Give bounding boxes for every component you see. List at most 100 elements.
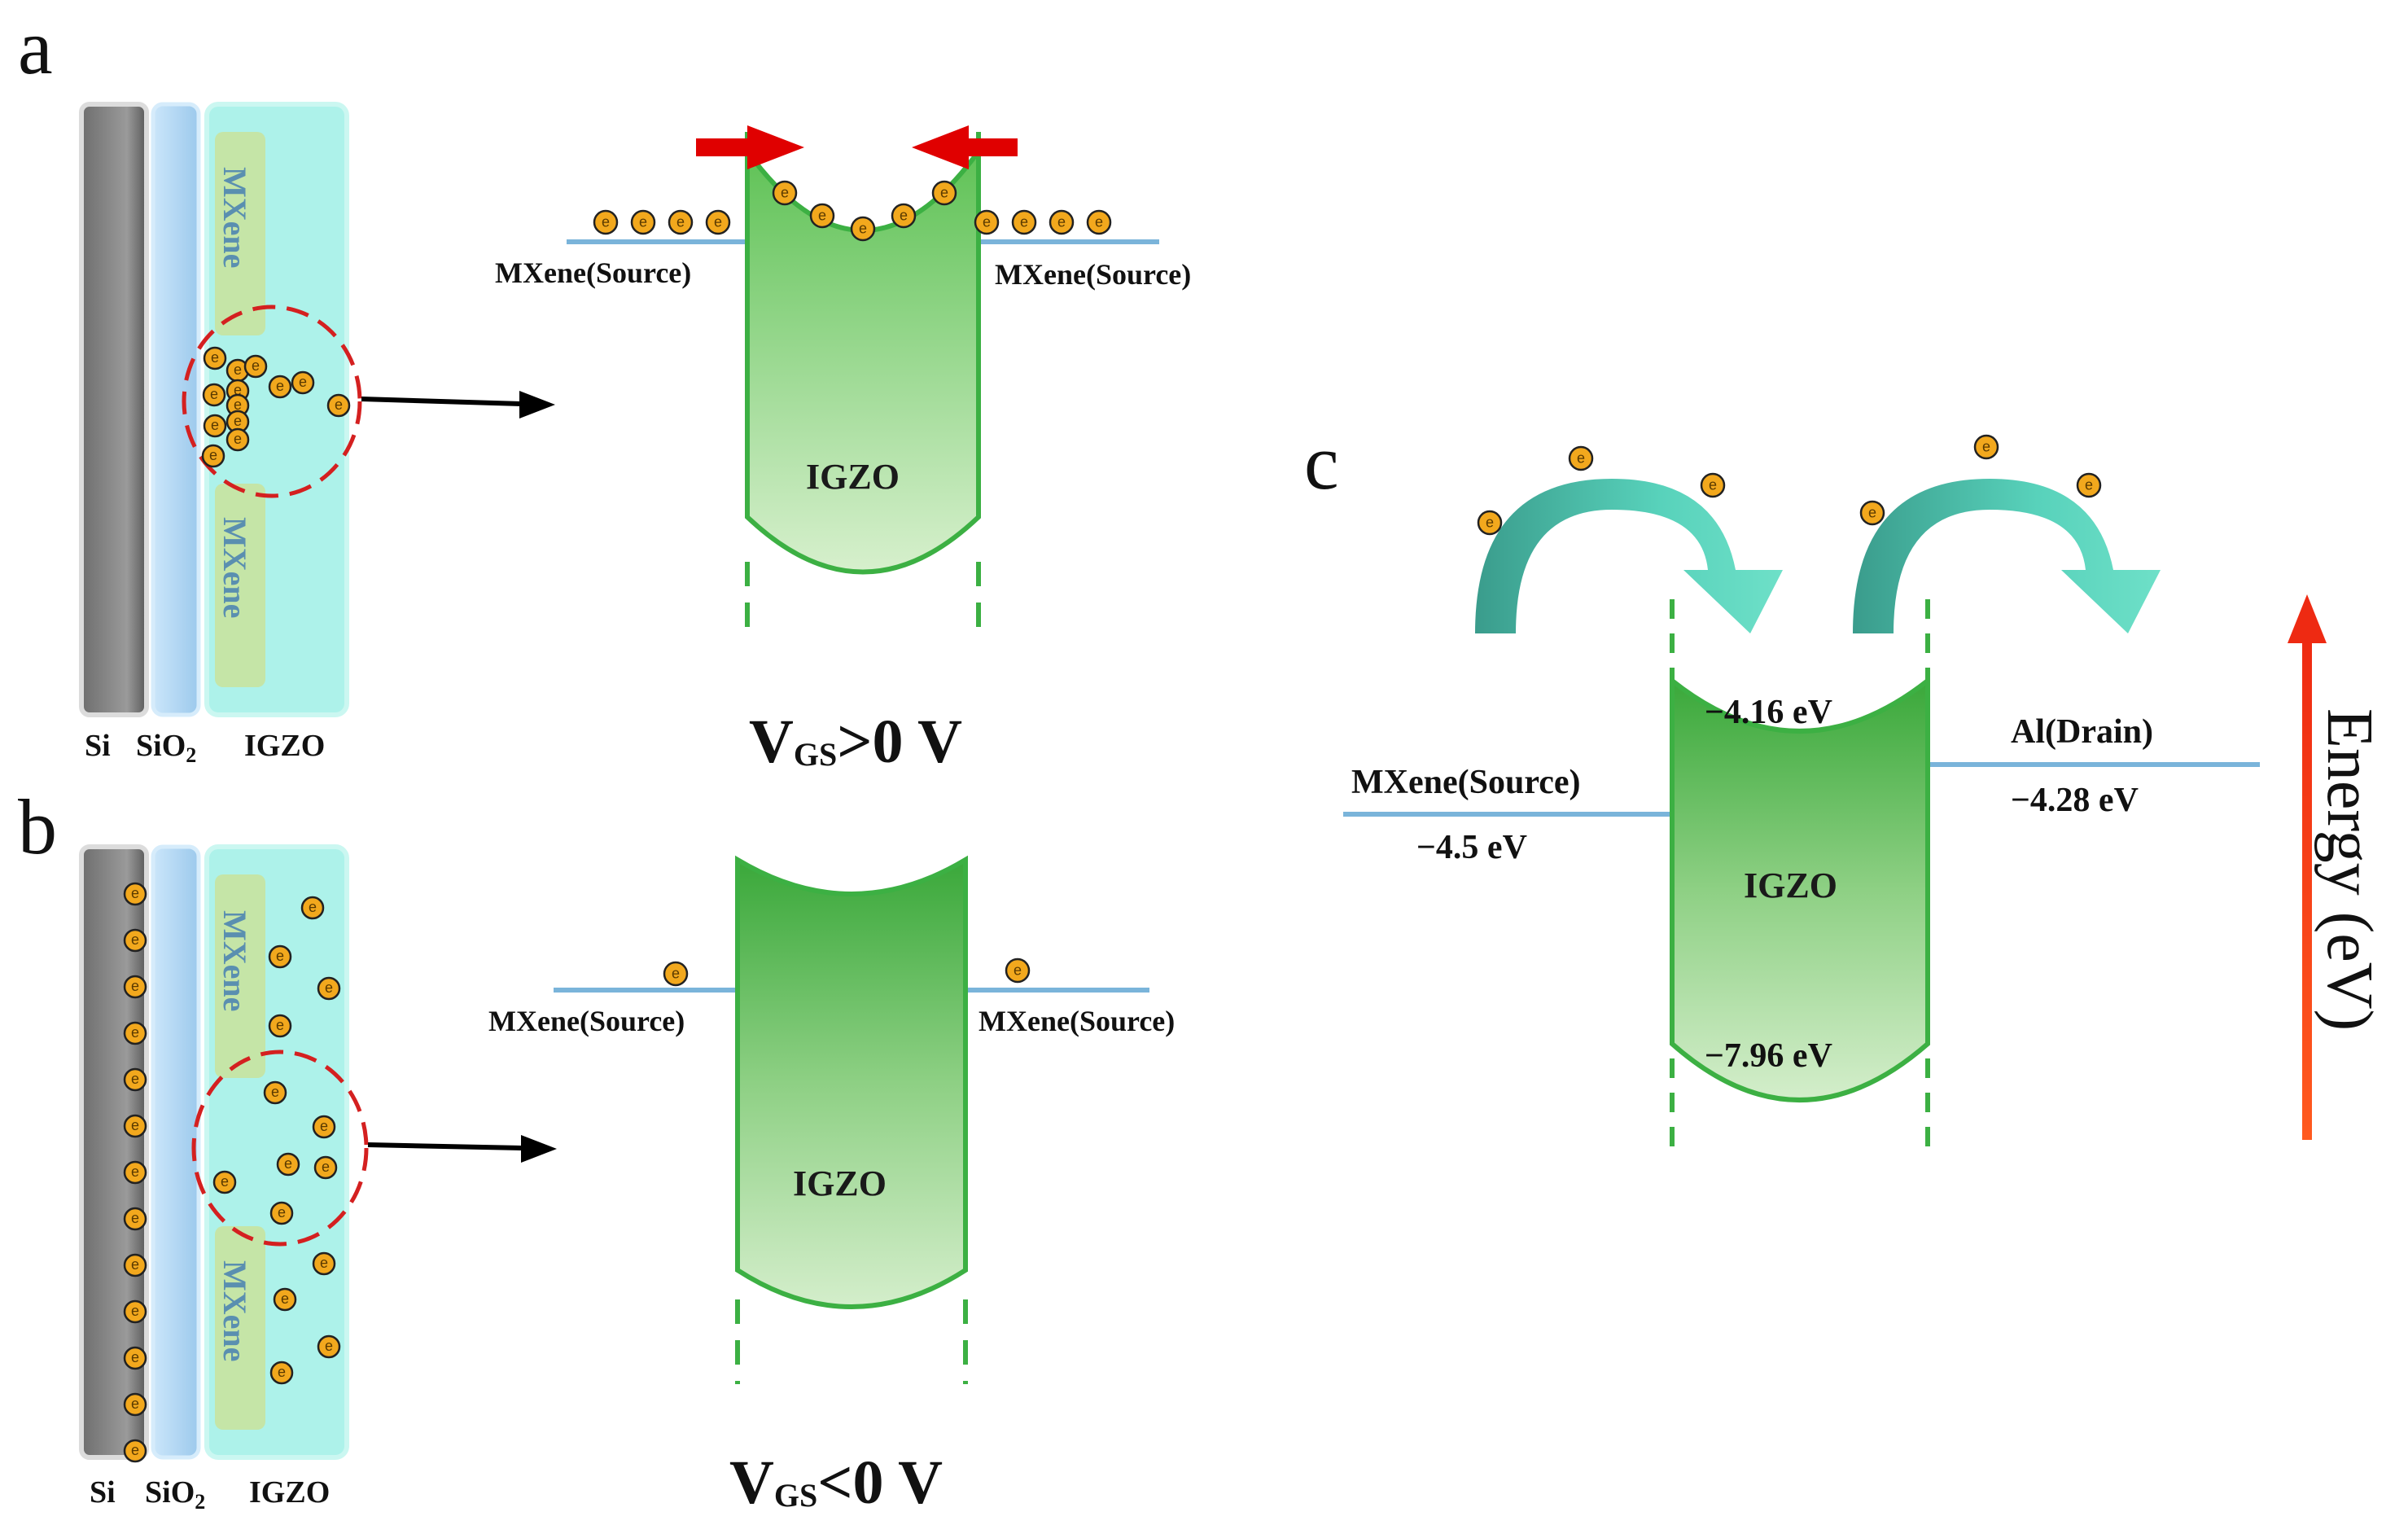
layer-label-igzo-a: IGZO [244, 729, 325, 763]
electron-icon: e [1005, 958, 1031, 984]
svg-text:e: e [210, 386, 218, 402]
electron-icon: e [291, 370, 315, 395]
source-label-right-a: MXene(Source) [995, 258, 1191, 291]
svg-text:e: e [131, 885, 139, 901]
svg-text:e: e [234, 397, 242, 413]
electron-icon: e [123, 1207, 147, 1231]
electron-icon: e [263, 1080, 287, 1105]
svg-text:e: e [271, 1084, 279, 1100]
electron-icon: e [1973, 434, 1999, 460]
electron-icon: e [312, 1251, 336, 1276]
electron-icon: e [123, 1067, 147, 1092]
svg-text:e: e [983, 214, 991, 230]
zoom-arrow-b [367, 1135, 557, 1163]
electron-icon: e [123, 1299, 147, 1324]
electron-icon: e [668, 209, 694, 235]
svg-text:e: e [131, 1117, 139, 1133]
hop-arrow-right [1853, 479, 2161, 633]
electron-icon: e [243, 354, 268, 379]
source-energy-c: −4.5 eV [1416, 829, 1527, 866]
svg-text:e: e [940, 185, 948, 201]
energy-axis-label: Energy (eV) [2314, 708, 2385, 1031]
electron-icon: e [269, 1201, 294, 1225]
zoom-circle-a [182, 305, 362, 498]
svg-text:e: e [1868, 505, 1876, 521]
svg-text:e: e [234, 362, 242, 378]
electron-icon: e [313, 1155, 338, 1180]
svg-text:e: e [234, 431, 242, 447]
layer-label-si-a: Si [85, 729, 111, 763]
electron-icon: e [2076, 472, 2102, 498]
mxene-strip-bottom-a [215, 484, 265, 687]
svg-text:e: e [276, 1017, 284, 1033]
svg-text:e: e [309, 899, 317, 915]
svg-text:e: e [131, 931, 139, 948]
mxene-label-bottom-a: MXene [217, 517, 253, 618]
electron-icon: e [593, 209, 619, 235]
conduction-band-energy: −4.16 eV [1705, 694, 1832, 731]
svg-text:e: e [2085, 477, 2093, 493]
electron-icon: e [276, 1152, 300, 1177]
svg-text:e: e [781, 185, 789, 201]
mxene-label-top-a: MXene [217, 167, 253, 268]
valence-band-energy: −7.96 eV [1705, 1037, 1832, 1075]
svg-text:e: e [900, 208, 908, 224]
electron-icon: e [123, 1392, 147, 1417]
electron-icon: e [1086, 209, 1112, 235]
svg-text:e: e [299, 374, 307, 390]
electron-icon: e [705, 209, 731, 235]
electron-icon: e [123, 1346, 147, 1370]
sio2-layer-a [151, 102, 201, 717]
svg-text:e: e [335, 397, 343, 413]
electron-icon: e [1477, 510, 1503, 536]
electron-icon: e [850, 216, 876, 242]
electron-icon: e [273, 1287, 297, 1312]
source-label-right-b: MXene(Source) [979, 1005, 1175, 1037]
svg-text:e: e [131, 1442, 139, 1458]
electron-icon: e [300, 896, 325, 920]
electron-icon: e [663, 961, 689, 987]
svg-text:e: e [131, 1024, 139, 1041]
electron-icon: e [269, 1361, 294, 1385]
electron-icon: e [123, 928, 147, 953]
channel-label-a: IGZO [806, 457, 900, 497]
channel-label-c: IGZO [1744, 865, 1837, 905]
mxene-strip-bottom-b [215, 1226, 265, 1430]
electron-icon: e [202, 383, 226, 407]
svg-text:e: e [278, 1204, 286, 1220]
igzo-channel-b [735, 855, 968, 1309]
electron-icon: e [317, 976, 341, 1001]
panel-a-letter: a [18, 3, 53, 90]
svg-text:e: e [234, 382, 242, 398]
sio2-layer-b [151, 844, 201, 1460]
layer-label-sio2-b: SiO2 [145, 1475, 205, 1514]
svg-text:e: e [320, 1255, 328, 1271]
gate-condition-b: VGS<0 V [729, 1448, 943, 1517]
electron-icon: e [891, 203, 917, 229]
svg-text:e: e [672, 966, 680, 982]
electron-icon: e [326, 393, 351, 418]
svg-text:e: e [234, 413, 242, 429]
svg-text:e: e [1020, 214, 1028, 230]
svg-text:e: e [131, 1210, 139, 1226]
drain-energy-c: −4.28 eV [2011, 782, 2139, 819]
electron-icon: e [630, 209, 656, 235]
svg-text:e: e [131, 1071, 139, 1087]
electron-icon: e [201, 444, 225, 468]
svg-text:e: e [1057, 214, 1066, 230]
electron-icon: e [1568, 445, 1594, 471]
svg-text:e: e [602, 214, 610, 230]
electron-icon: e [123, 1253, 147, 1277]
electron-icon: e [772, 180, 798, 206]
electron-icon: e [809, 203, 835, 229]
